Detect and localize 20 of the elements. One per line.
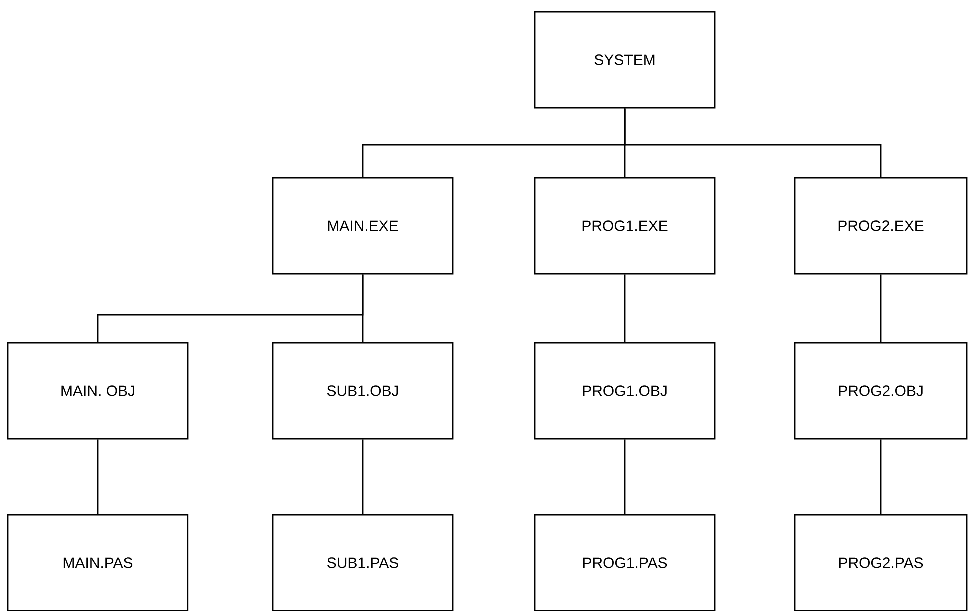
file-box: SYSTEM — [534, 11, 716, 109]
connector-line — [97, 440, 99, 514]
file-box: MAIN.PAS — [7, 514, 189, 611]
file-box: PROG2.PAS — [794, 514, 968, 611]
connector-line — [624, 440, 626, 514]
file-box: SUB1.PAS — [272, 514, 454, 611]
file-box: PROG2.OBJ — [794, 342, 968, 440]
file-box: MAIN.EXE — [272, 177, 454, 275]
connector-line — [624, 108, 882, 178]
connector-line — [362, 440, 364, 514]
connector-line — [880, 274, 882, 342]
connector-line — [362, 274, 364, 342]
connector-line — [624, 274, 626, 342]
file-box: MAIN. OBJ — [7, 342, 189, 440]
file-box: PROG1.PAS — [534, 514, 716, 611]
file-box: SUB1.OBJ — [272, 342, 454, 440]
file-box: PROG1.OBJ — [534, 342, 716, 440]
connector-line — [880, 440, 882, 514]
file-box: PROG1.EXE — [534, 177, 716, 275]
file-box: PROG2.EXE — [794, 177, 968, 275]
